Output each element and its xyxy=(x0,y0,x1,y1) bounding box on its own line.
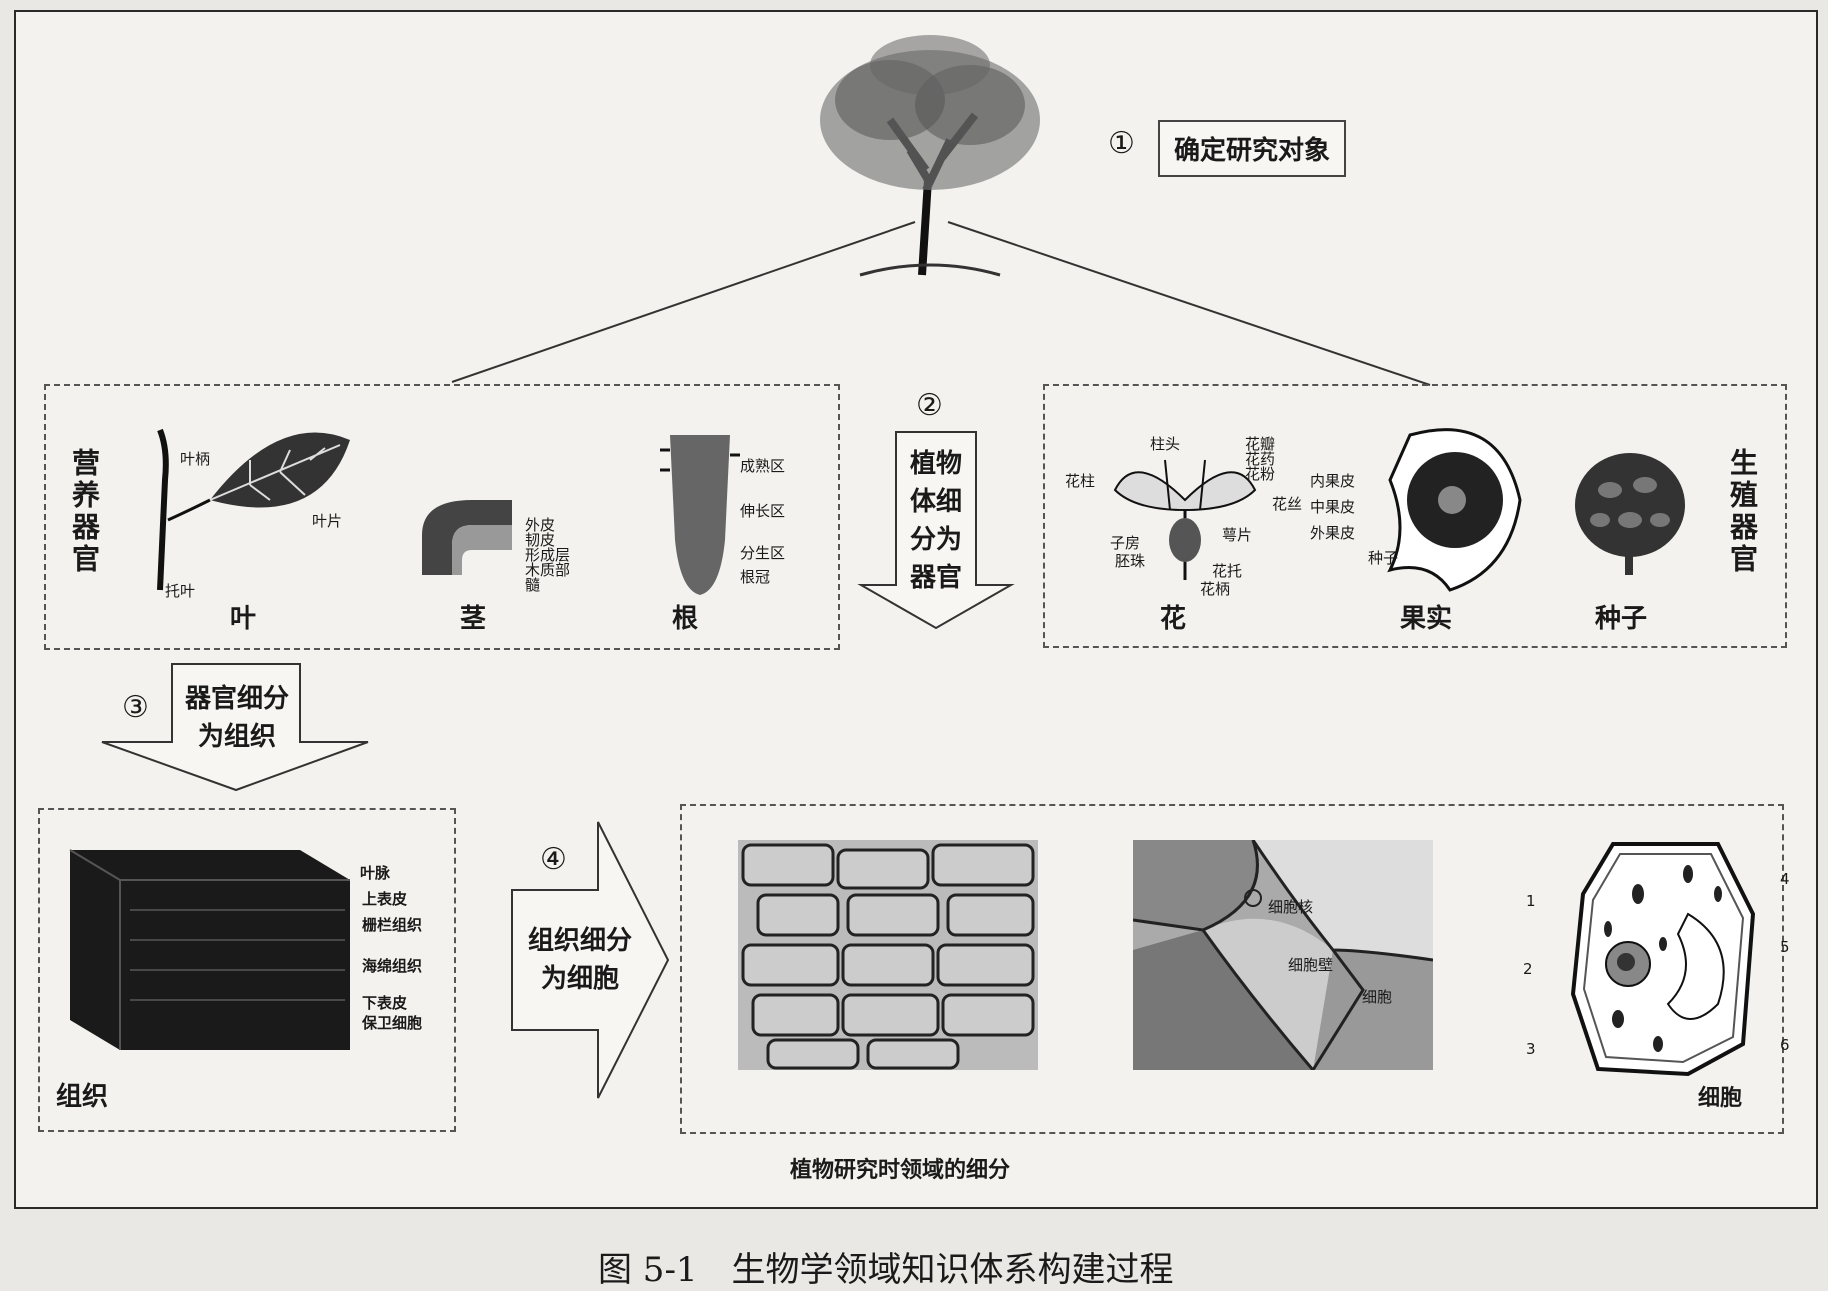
tissue-part-guard-cell: 保卫细胞 xyxy=(362,1014,423,1032)
root-part-maturation: 成熟区 xyxy=(740,457,786,475)
step1-number: ① xyxy=(1108,126,1135,161)
fruit-name: 果实 xyxy=(1400,604,1453,634)
vegetative-organs-label: 营养器官 xyxy=(68,448,101,576)
step2-arrow xyxy=(857,431,1015,630)
tissue-box xyxy=(38,808,456,1132)
root-part-meristem: 分生区 xyxy=(740,544,786,562)
seed-name: 种子 xyxy=(1595,604,1648,634)
fruit-part-endocarp: 内果皮 xyxy=(1310,472,1356,490)
flower-part-stigma: 柱头 xyxy=(1150,435,1181,453)
step4-line2: 为细胞 xyxy=(540,964,619,994)
cell-micrograph-1 xyxy=(738,840,1038,1070)
flower-part-sepal: 萼片 xyxy=(1222,526,1253,544)
reproductive-organs-box xyxy=(1043,384,1787,648)
fruit-illustration xyxy=(1387,428,1522,592)
step4-arrow xyxy=(511,821,670,1099)
stem-part-1: 外皮 xyxy=(525,516,556,534)
step4-line1: 组织细分 xyxy=(527,926,632,956)
flower-part-pedicel: 花柄 xyxy=(1200,580,1231,598)
cell-micrograph-2 xyxy=(1133,840,1433,1070)
step2-number: ② xyxy=(916,388,943,423)
tissue-part-palisade: 栅栏组织 xyxy=(362,916,423,934)
micro-label-nucleus: 细胞核 xyxy=(1268,898,1314,916)
plant-cell-diagram xyxy=(1570,842,1756,1077)
step3-arrow xyxy=(101,663,369,792)
root-illustration xyxy=(660,435,740,595)
vegetative-organs-box xyxy=(44,384,840,650)
fruit-part-seed: 种子 xyxy=(1368,549,1399,567)
cell-number-6: 6 xyxy=(1780,1036,1790,1054)
flower-part-pollen: 花粉 xyxy=(1245,465,1276,483)
step1-label: 确定研究对象 xyxy=(1158,120,1347,177)
stem-name: 茎 xyxy=(460,604,487,634)
root-part-elongation: 伸长区 xyxy=(740,502,786,520)
leaf-name: 叶 xyxy=(230,604,257,634)
tissue-part-vein: 叶脉 xyxy=(360,864,391,882)
micro-label-cell: 细胞 xyxy=(1362,988,1393,1006)
stem-part-5: 髓 xyxy=(525,576,541,594)
fruit-parts: 内果皮 中果皮 外果皮 xyxy=(1310,468,1355,546)
flower-part-filament: 花丝 xyxy=(1272,495,1303,513)
seed-illustration xyxy=(1575,453,1685,575)
tissue-part-upper-epidermis: 上表皮 xyxy=(362,890,408,908)
cell-number-5: 5 xyxy=(1780,938,1790,956)
cell-number-2: 2 xyxy=(1523,960,1533,978)
flower-illustration xyxy=(1113,459,1257,580)
root-part-cap: 根冠 xyxy=(740,568,771,586)
step4-text: 组织细分 为细胞 xyxy=(515,922,645,998)
tissue-part-spongy: 海绵组织 xyxy=(362,957,423,975)
step4-number: ④ xyxy=(540,842,567,877)
cell-name: 细胞 xyxy=(1698,1086,1743,1111)
flower-name: 花 xyxy=(1160,604,1187,634)
flower-part-petal: 花瓣 xyxy=(1245,435,1276,453)
step2-line1: 植物 xyxy=(909,449,962,479)
flower-part-style: 花柱 xyxy=(1065,472,1096,490)
leaf-illustration xyxy=(157,428,350,591)
cell-number-4: 4 xyxy=(1780,870,1790,888)
step2-line2: 体细 xyxy=(909,487,962,517)
cell-number-3: 3 xyxy=(1526,1040,1536,1058)
step3-line2: 为组织 xyxy=(197,722,276,752)
step2-line3: 分为 xyxy=(909,525,962,555)
flower-part-receptacle: 花托 xyxy=(1212,562,1243,580)
leaf-part-petiole: 叶柄 xyxy=(180,450,211,468)
tree-illustration xyxy=(820,35,1040,277)
step3-text: 器官细分 为组织 xyxy=(172,680,302,756)
figure-caption: 图 5-1 生物学领域知识体系构建过程 xyxy=(598,1250,1174,1290)
leaf-part-stipule: 托叶 xyxy=(165,582,196,600)
flower-part-ovary: 子房 xyxy=(1110,534,1141,552)
stem-part-2: 韧皮 xyxy=(525,531,556,549)
tissue-part-lower-epidermis: 下表皮 xyxy=(362,994,408,1012)
stem-illustration xyxy=(422,500,512,575)
step2-text: 植物 体细 分为 器官 xyxy=(896,445,976,597)
root-name: 根 xyxy=(672,604,699,634)
tissue-block-illustration xyxy=(69,849,350,1050)
step2-line4: 器官 xyxy=(909,563,962,593)
stem-part-4: 木质部 xyxy=(525,561,571,579)
step3-line1: 器官细分 xyxy=(184,684,289,714)
frame-caption: 植物研究时领域的细分 xyxy=(790,1158,1011,1183)
fruit-part-mesocarp: 中果皮 xyxy=(1310,498,1356,516)
tissue-name: 组织 xyxy=(56,1082,109,1112)
micro-label-wall: 细胞壁 xyxy=(1288,956,1334,974)
reproductive-organs-label: 生殖器官 xyxy=(1726,448,1759,576)
flower-parts-right: 花瓣 花药 花粉 xyxy=(1245,437,1275,482)
cell-number-1: 1 xyxy=(1526,892,1536,910)
flower-part-ovule: 胚珠 xyxy=(1115,552,1146,570)
step3-number: ③ xyxy=(122,690,149,725)
leaf-part-blade: 叶片 xyxy=(312,512,343,530)
flower-part-anther: 花药 xyxy=(1245,450,1276,468)
cells-box xyxy=(680,804,1784,1134)
stem-parts: 外皮 韧皮 形成层 木质部 髓 xyxy=(525,518,570,593)
fruit-part-exocarp: 外果皮 xyxy=(1310,524,1356,542)
stem-part-3: 形成层 xyxy=(525,546,571,564)
